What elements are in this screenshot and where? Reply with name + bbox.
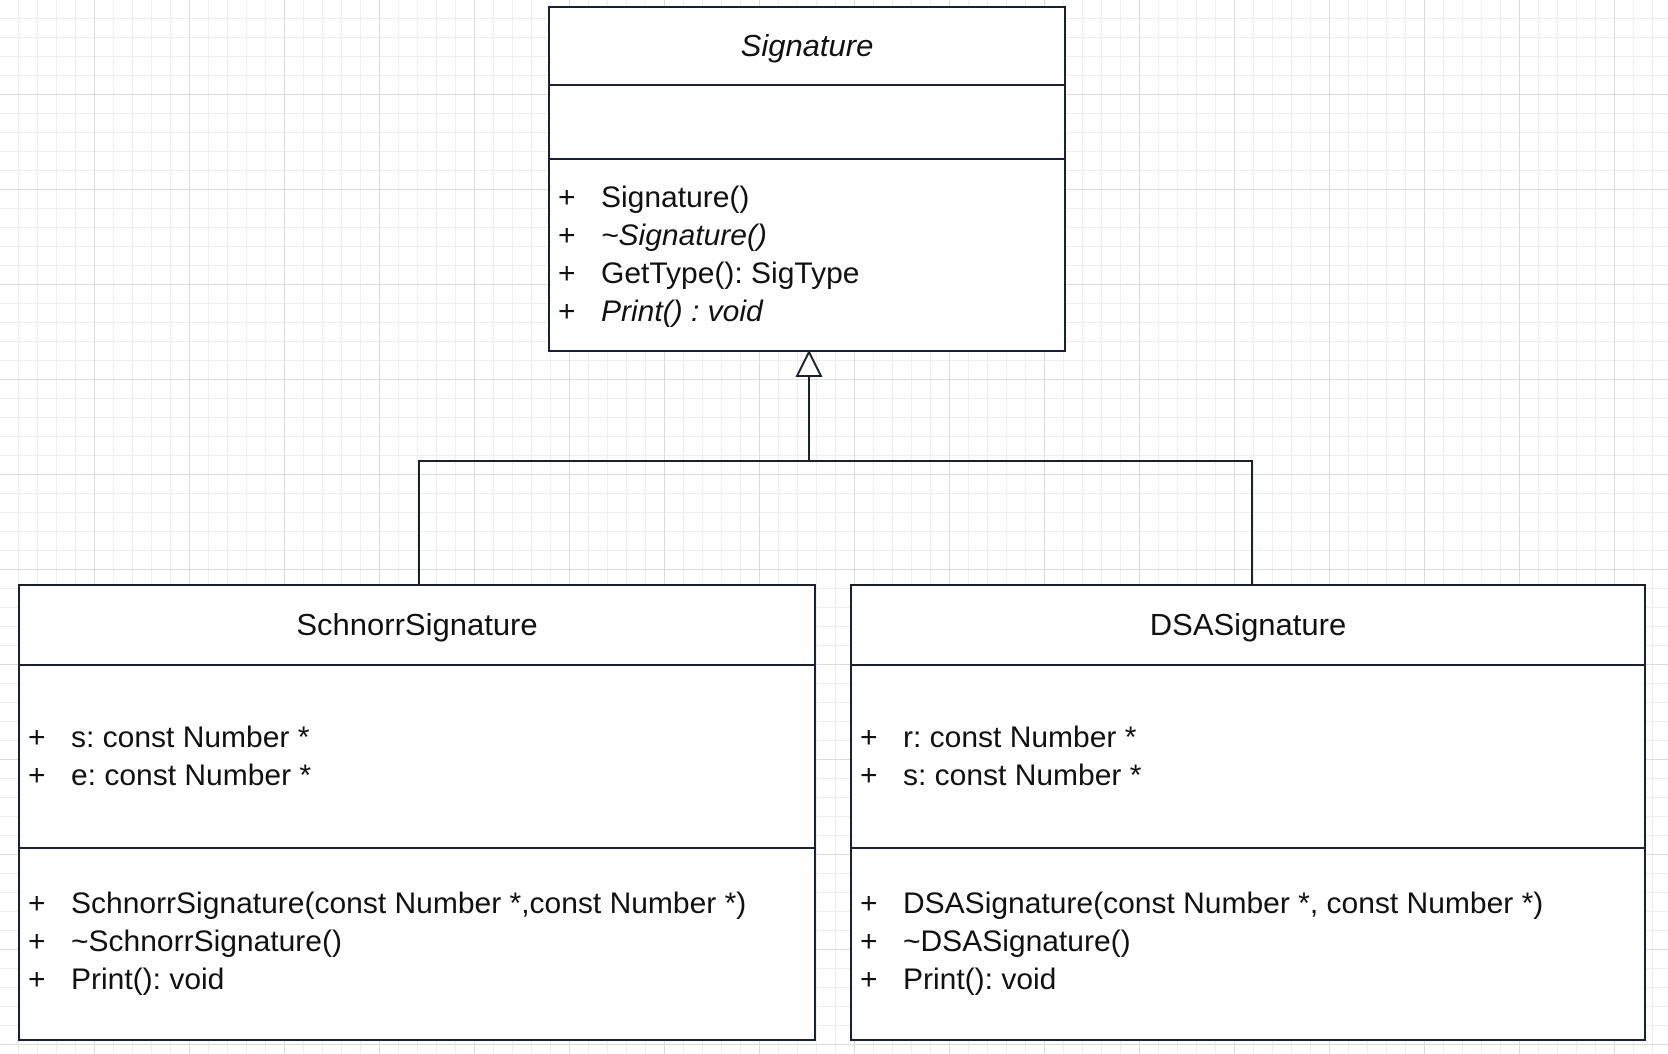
- visibility-marker: +: [558, 219, 576, 252]
- signature-op-gettype: + GetType(): SigType: [558, 255, 1060, 293]
- visibility-marker: +: [558, 295, 576, 328]
- class-schnorr-name: SchnorrSignature: [296, 607, 538, 642]
- signature-op-constructor: + Signature(): [558, 179, 1060, 217]
- visibility-marker: +: [558, 257, 576, 290]
- class-dsa-operations-compartment: + DSASignature(const Number *, const Num…: [852, 849, 1644, 1039]
- class-dsa-attributes-compartment: + r: const Number * + s: const Number *: [852, 666, 1644, 849]
- class-signature-name-compartment: Signature: [550, 8, 1064, 86]
- generalization-arrowhead: [795, 349, 823, 377]
- signature-op-destructor: + ~Signature(): [558, 217, 1060, 255]
- class-schnorr-signature[interactable]: SchnorrSignature + s: const Number * + e…: [18, 584, 816, 1041]
- attribute-signature: s: const Number *: [71, 721, 310, 754]
- operation-signature: ~DSASignature(): [903, 925, 1131, 958]
- schnorr-op-constructor: + SchnorrSignature(const Number *,const …: [28, 885, 810, 923]
- class-dsa-name: DSASignature: [1149, 607, 1347, 642]
- visibility-marker: +: [860, 887, 878, 920]
- operation-signature: Print(): void: [903, 963, 1057, 996]
- visibility-marker: +: [860, 963, 878, 996]
- dsa-op-constructor: + DSASignature(const Number *, const Num…: [860, 885, 1640, 923]
- class-dsa-name-compartment: DSASignature: [852, 586, 1644, 666]
- class-signature-name: Signature: [740, 28, 874, 63]
- schnorr-op-print: + Print(): void: [28, 961, 810, 999]
- operation-signature: ~SchnorrSignature(): [71, 925, 342, 958]
- operation-signature: Print() : void: [601, 295, 763, 328]
- class-dsa-signature[interactable]: DSASignature + r: const Number * + s: co…: [850, 584, 1646, 1041]
- visibility-marker: +: [558, 181, 576, 214]
- dsa-attr-s: + s: const Number *: [860, 757, 1640, 795]
- visibility-marker: +: [28, 721, 46, 754]
- visibility-marker: +: [28, 887, 46, 920]
- operation-signature: Print(): void: [71, 963, 225, 996]
- schnorr-attr-e: + e: const Number *: [28, 757, 810, 795]
- class-signature-operations-compartment: + Signature() + ~Signature() + GetType()…: [550, 160, 1064, 350]
- visibility-marker: +: [28, 963, 46, 996]
- attribute-signature: s: const Number *: [903, 759, 1142, 792]
- dsa-op-destructor: + ~DSASignature(): [860, 923, 1640, 961]
- operation-signature: DSASignature(const Number *, const Numbe…: [903, 887, 1544, 920]
- signature-op-print: + Print() : void: [558, 293, 1060, 331]
- visibility-marker: +: [28, 925, 46, 958]
- class-signature-attributes-compartment: [550, 86, 1064, 160]
- generalization-line-dsa: [809, 460, 1253, 584]
- visibility-marker: +: [860, 925, 878, 958]
- operation-signature: SchnorrSignature(const Number *,const Nu…: [71, 887, 747, 920]
- visibility-marker: +: [860, 759, 878, 792]
- operation-signature: GetType(): SigType: [601, 257, 860, 290]
- visibility-marker: +: [860, 721, 878, 754]
- class-schnorr-name-compartment: SchnorrSignature: [20, 586, 814, 666]
- visibility-marker: +: [28, 759, 46, 792]
- class-schnorr-attributes-compartment: + s: const Number * + e: const Number *: [20, 666, 814, 849]
- dsa-op-print: + Print(): void: [860, 961, 1640, 999]
- class-signature[interactable]: Signature + Signature() + ~Signature() +…: [548, 6, 1066, 352]
- dsa-attr-r: + r: const Number *: [860, 719, 1640, 757]
- attribute-signature: r: const Number *: [903, 721, 1137, 754]
- schnorr-attr-s: + s: const Number *: [28, 719, 810, 757]
- operation-signature: ~Signature(): [601, 219, 767, 252]
- operation-signature: Signature(): [601, 181, 750, 214]
- generalization-line-schnorr: [418, 377, 810, 584]
- schnorr-op-destructor: + ~SchnorrSignature(): [28, 923, 810, 961]
- attribute-signature: e: const Number *: [71, 759, 312, 792]
- class-schnorr-operations-compartment: + SchnorrSignature(const Number *,const …: [20, 849, 814, 1039]
